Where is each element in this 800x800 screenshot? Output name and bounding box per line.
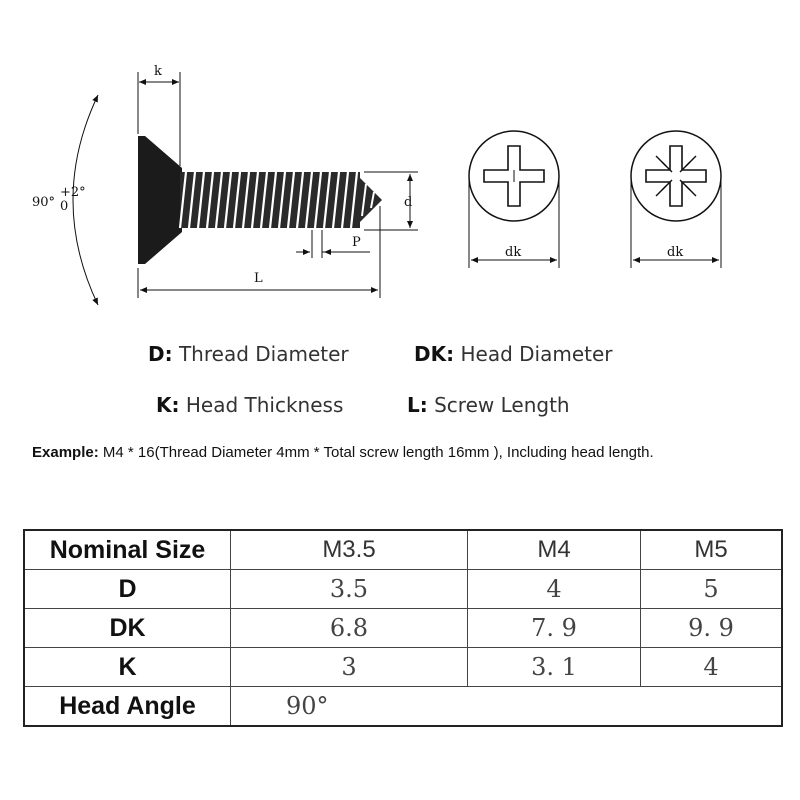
- angle-dimension-label: 90°: [32, 195, 55, 210]
- screw-thread: [178, 171, 382, 229]
- size-spec-table: Nominal Size M3.5 M4 M5 D 3.5 4 5 DK 6.8…: [23, 529, 783, 727]
- header-col-m3-5: M3.5: [230, 529, 468, 570]
- example-note: Example: M4 * 16(Thread Diameter 4mm * T…: [32, 444, 654, 461]
- legend-d-text: Thread Diameter: [178, 342, 349, 366]
- row-label-k: K: [23, 647, 231, 687]
- screw-dimension-diagram: k 90° +2° 0 d P L dk dk: [32, 64, 722, 306]
- legend-head-diameter: DK: Head Diameter: [414, 342, 613, 366]
- cell-dk-m4: 7. 9: [467, 608, 641, 648]
- legend-k-text: Head Thickness: [185, 393, 344, 417]
- header-col-m4: M4: [467, 529, 641, 570]
- screw-head: [138, 136, 182, 264]
- cell-d-m3-5: 3.5: [230, 569, 468, 609]
- legend-head-thickness: K: Head Thickness: [156, 393, 343, 417]
- d-dimension-label: d: [404, 195, 412, 210]
- cell-k-m4: 3. 1: [467, 647, 641, 687]
- p-dimension-label: P: [352, 235, 361, 250]
- k-dimension-label: k: [154, 64, 162, 79]
- l-dimension-label: L: [254, 271, 263, 286]
- table-header-row: Nominal Size M3.5 M4 M5: [23, 529, 783, 570]
- phillips-head-view: [468, 130, 560, 268]
- example-text: M4 * 16(Thread Diameter 4mm * Total scre…: [102, 444, 654, 461]
- legend-l-text: Screw Length: [434, 393, 570, 417]
- cell-dk-m3-5: 6.8: [230, 608, 468, 648]
- legend-d-key: D:: [148, 342, 173, 366]
- angle-tolerance-minus: 0: [60, 199, 68, 214]
- dk-dimension-label-left: dk: [505, 245, 521, 260]
- cell-k-m3-5: 3: [230, 647, 468, 687]
- legend-k-key: K:: [156, 393, 180, 417]
- legend-screw-length: L: Screw Length: [407, 393, 570, 417]
- cell-dk-m5: 9. 9: [640, 608, 783, 648]
- table-row-dk: DK 6.8 7. 9 9. 9: [23, 608, 783, 648]
- example-key: Example:: [32, 444, 99, 461]
- row-label-dk: DK: [23, 608, 231, 648]
- header-nominal-size: Nominal Size: [23, 529, 231, 570]
- cell-d-m4: 4: [467, 569, 641, 609]
- angle-tolerance-plus: +2°: [60, 185, 86, 200]
- row-label-d: D: [23, 569, 231, 609]
- legend-l-key: L:: [407, 393, 428, 417]
- header-col-m5: M5: [640, 529, 783, 570]
- legend-dk-key: DK:: [414, 342, 455, 366]
- pozidriv-head-view: [630, 130, 722, 268]
- cell-d-m5: 5: [640, 569, 783, 609]
- row-label-head-angle: Head Angle: [23, 686, 231, 727]
- legend-thread-diameter: D: Thread Diameter: [148, 342, 349, 366]
- dk-dimension-label-right: dk: [667, 245, 683, 260]
- table-row-d: D 3.5 4 5: [23, 569, 783, 609]
- legend-dk-text: Head Diameter: [460, 342, 613, 366]
- cell-head-angle: 90°: [230, 686, 783, 727]
- table-row-k: K 3 3. 1 4: [23, 647, 783, 687]
- cell-k-m5: 4: [640, 647, 783, 687]
- table-row-head-angle: Head Angle 90°: [23, 686, 783, 727]
